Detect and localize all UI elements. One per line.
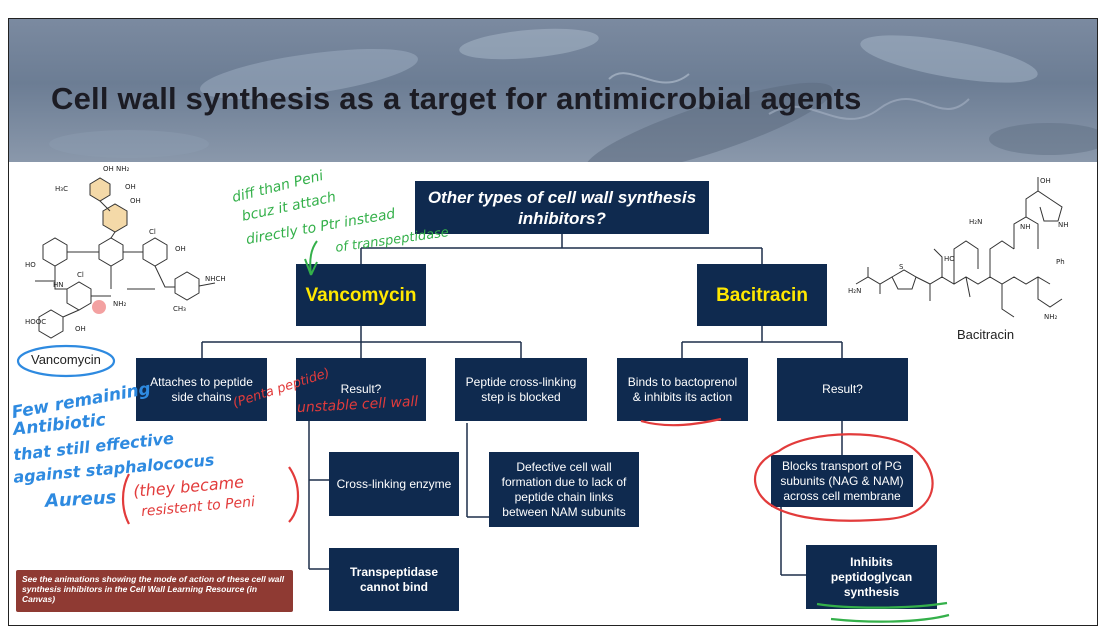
bacitracin-structure-image: H₂N S HO H₂N OH NH NH₂ NH Ph	[848, 177, 1069, 321]
svg-text:Ph: Ph	[1056, 258, 1065, 266]
blue-note-line-5: Aureus	[44, 487, 117, 512]
bacitracin-structure-label: Bacitracin	[957, 327, 1015, 342]
svg-text:Cl: Cl	[77, 271, 84, 279]
inhibits-peptidoglycan-box: Inhibits peptidoglycan synthesis	[806, 545, 937, 609]
defective-cell-wall-box: Defective cell wall formation due to lac…	[489, 452, 639, 527]
slide: Cell wall synthesis as a target for anti…	[8, 18, 1098, 626]
svg-text:NH₂: NH₂	[1044, 313, 1058, 321]
page-title: Cell wall synthesis as a target for anti…	[51, 81, 862, 116]
svg-text:OH: OH	[175, 245, 186, 253]
svg-text:NH: NH	[1058, 221, 1069, 229]
binds-bactoprenol-box: Binds to bactoprenol & inhibits its acti…	[617, 358, 748, 421]
bacitracin-box: Bacitracin	[697, 264, 827, 326]
svg-text:H₃C: H₃C	[55, 185, 68, 193]
svg-text:OH: OH	[75, 325, 86, 333]
svg-text:S: S	[899, 263, 904, 271]
vancomycin-structure-image: OH NH₂ H₃C OH OH Cl OH HO Cl HOOC HN NHC…	[25, 165, 225, 339]
vancomycin-structure-label: Vancomycin	[31, 352, 101, 367]
svg-text:H₂N: H₂N	[848, 287, 861, 295]
blocks-transport-box: Blocks transport of PG subunits (NAG & N…	[771, 455, 913, 507]
svg-text:NH: NH	[1020, 223, 1031, 231]
title-banner: Cell wall synthesis as a target for anti…	[9, 19, 1097, 162]
svg-text:CH₃: CH₃	[173, 305, 186, 313]
crosslink-blocked-box: Peptide cross-linking step is blocked	[455, 358, 587, 421]
svg-text:NHCH₃: NHCH₃	[205, 275, 225, 283]
canvas-resource-note: See the animations showing the mode of a…	[16, 570, 293, 612]
transpeptidase-box: Transpeptidase cannot bind	[329, 548, 459, 611]
svg-text:HOOC: HOOC	[25, 318, 46, 326]
root-question-box: Other types of cell wall synthesis inhib…	[415, 181, 709, 234]
svg-text:OH NH₂: OH NH₂	[103, 165, 129, 173]
svg-text:NH₂: NH₂	[113, 300, 127, 308]
svg-text:OH: OH	[125, 183, 136, 191]
svg-text:H₂N: H₂N	[969, 218, 982, 226]
vancomycin-box: Vancomycin	[296, 264, 426, 326]
svg-text:HO: HO	[944, 255, 955, 263]
svg-text:HN: HN	[53, 281, 64, 289]
vancomycin-result-box: Result?	[296, 358, 426, 421]
svg-text:Cl: Cl	[149, 228, 156, 236]
svg-text:OH: OH	[1040, 177, 1051, 185]
bacteria-background-image	[49, 28, 1097, 162]
svg-text:OH: OH	[130, 197, 141, 205]
attaches-peptide-box: Attaches to peptide side chains	[136, 358, 267, 421]
svg-text:HO: HO	[25, 261, 36, 269]
crosslinking-enzyme-box: Cross-linking enzyme	[329, 452, 459, 516]
bacitracin-result-box: Result?	[777, 358, 908, 421]
